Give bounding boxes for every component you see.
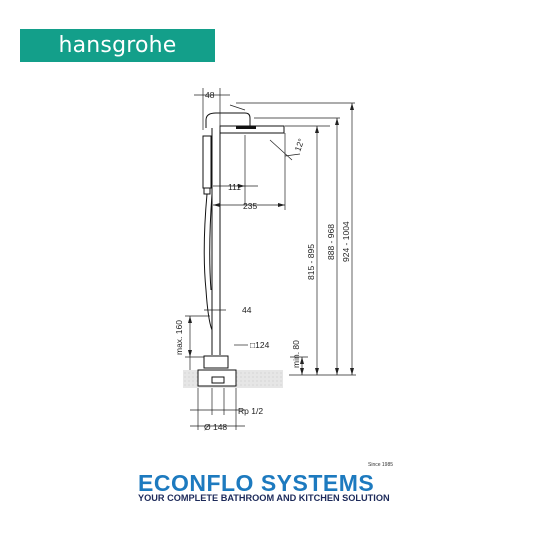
footer-tagline: YOUR COMPLETE BATHROOM AND KITCHEN SOLUT… [138, 493, 390, 503]
dim-spout-reach: 235 [243, 201, 257, 211]
dim-max-depth: max. 160 [174, 320, 184, 355]
hansgrohe-logo: hansgrohe [20, 29, 215, 62]
footer-since: Since 1985 [368, 462, 394, 468]
dim-height-2: 888 - 968 [326, 224, 336, 260]
dim-min-depth: min. 80 [291, 340, 301, 368]
dim-height-3: 924 - 1004 [341, 221, 351, 262]
dim-top-width: 48 [205, 90, 215, 100]
dimension-lines [185, 88, 356, 430]
footer-company: ECONFLO SYSTEMS [138, 470, 375, 496]
dim-base-diameter: Ø 148 [204, 422, 227, 432]
arrowheads [188, 103, 354, 375]
brand-name: hansgrohe [58, 33, 177, 58]
dim-height-1: 815 - 895 [306, 244, 316, 280]
dim-thread: Rp 1/2 [238, 406, 263, 416]
dim-pipe-diameter: 44 [242, 305, 252, 315]
dim-angle: 12° [292, 137, 306, 153]
dim-spout-offset: 111 [228, 182, 241, 192]
dim-base-square: □124 [250, 340, 270, 350]
